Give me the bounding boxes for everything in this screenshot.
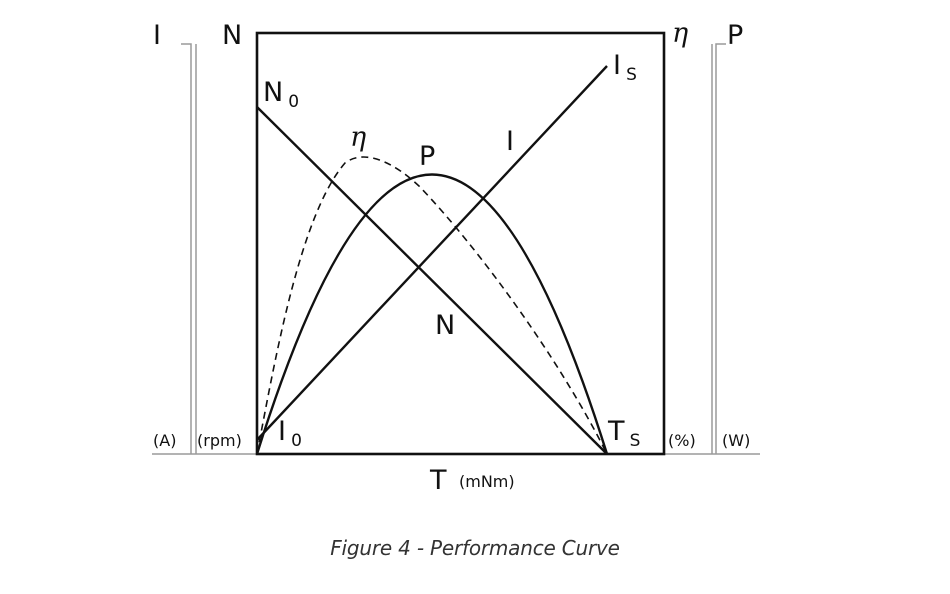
power-axis-label: P — [727, 20, 743, 51]
figure-caption: Figure 4 - Performance Curve — [330, 536, 620, 560]
speed-curve — [256, 106, 608, 455]
power-axis-bracket — [715, 43, 726, 454]
torque-unit-label: (mNm) — [459, 472, 515, 491]
speed-curve-label: N — [435, 310, 455, 341]
speed-unit-label: (rpm) — [197, 431, 242, 450]
current-axis-bracket — [181, 43, 192, 454]
no-load-speed-label: N 0 — [263, 77, 299, 112]
plot-frame — [255, 31, 666, 456]
current-unit-label: (A) — [153, 431, 176, 450]
efficiency-curve — [256, 156, 608, 455]
stall-torque-label: T S — [607, 416, 640, 451]
torque-axis-label: T — [429, 465, 447, 496]
current-curve — [256, 65, 608, 441]
speed-axis-label: N — [222, 20, 242, 51]
power-unit-label: (W) — [722, 431, 750, 450]
current-curve-label: I — [506, 126, 514, 157]
power-curve — [255, 173, 609, 455]
no-load-current-label: I 0 — [278, 416, 302, 451]
efficiency-unit-label: (%) — [668, 431, 696, 450]
power-curve-label: P — [419, 141, 435, 172]
efficiency-axis-label: η — [672, 18, 688, 49]
efficiency-curve-label: η — [350, 122, 366, 153]
stall-current-label: I S — [613, 50, 637, 85]
current-axis-label: I — [153, 20, 161, 51]
